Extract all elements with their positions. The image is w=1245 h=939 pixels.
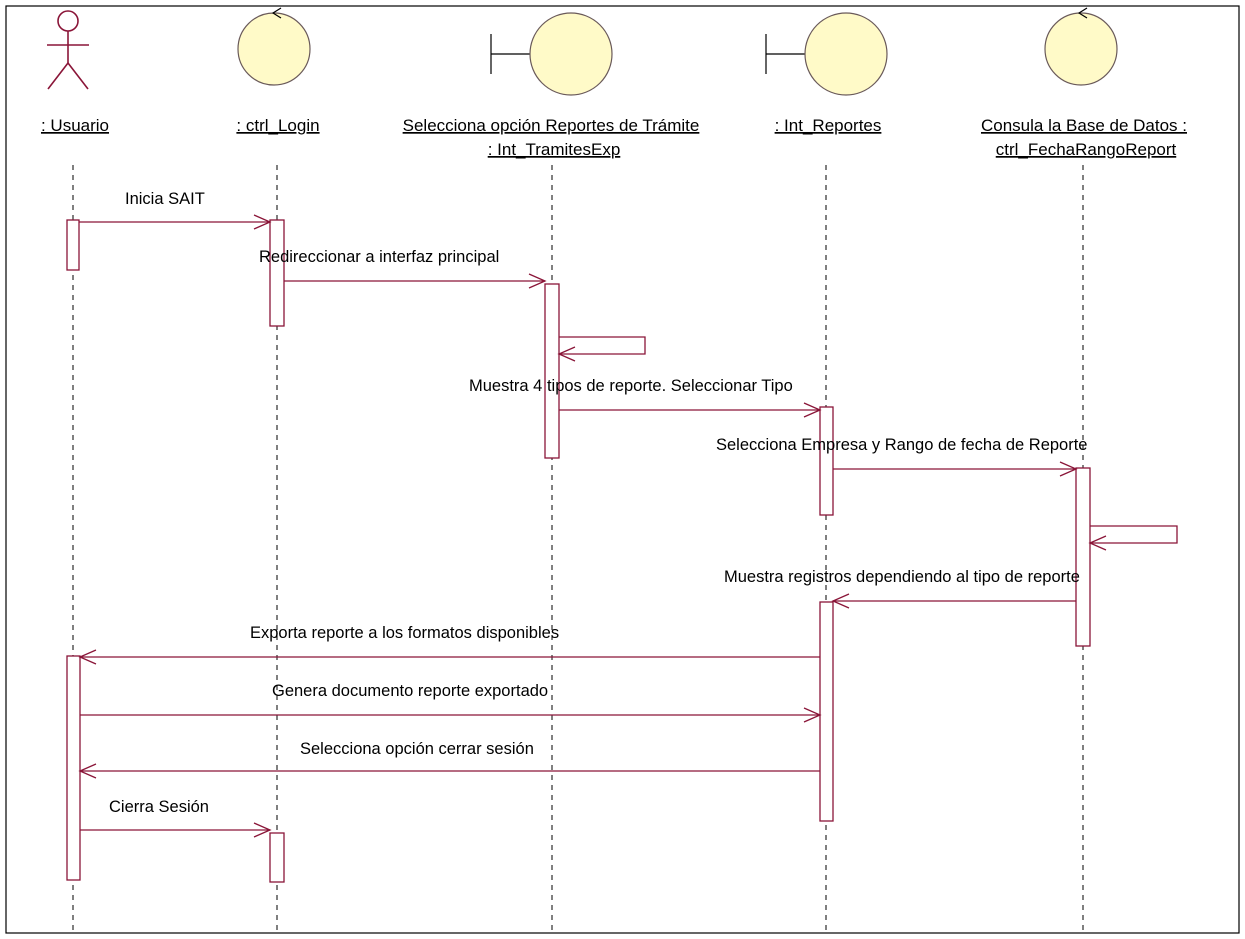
control-icon <box>237 7 311 86</box>
participant-label-ctrl-fecha-line2: ctrl_FechaRangoReport <box>996 140 1177 159</box>
activation-bar <box>819 601 834 822</box>
participant-label-int-reportes: : Int_Reportes <box>775 116 882 135</box>
message-redireccionar <box>284 273 547 289</box>
message-label: Muestra registros dependiendo al tipo de… <box>724 568 1080 586</box>
message-label: Exporta reporte a los formatos disponibl… <box>250 624 559 642</box>
message-label: Muestra 4 tipos de reporte. Seleccionar … <box>469 377 793 395</box>
message-label: Genera documento reporte exportado <box>272 682 548 700</box>
control-icon <box>1044 7 1118 86</box>
message-label: Inicia SAIT <box>125 190 205 208</box>
participant-label-ctrl-fecha-line1: Consula la Base de Datos : <box>981 116 1187 135</box>
participant-label-ctrl-login: : ctrl_Login <box>236 116 319 135</box>
activation-bar <box>1075 467 1091 647</box>
participant-label-int-tramites-line2: : Int_TramitesExp <box>488 140 621 159</box>
boundary-icon <box>765 12 888 96</box>
activation-bar <box>269 219 285 327</box>
activation-bar <box>819 406 834 516</box>
message-label: Selecciona opción cerrar sesión <box>300 740 534 758</box>
message-self-ctrl-fecha <box>1088 525 1178 551</box>
activation-bar <box>66 219 80 271</box>
participant-label-usuario: : Usuario <box>41 116 109 135</box>
activation-bar <box>66 655 81 881</box>
message-inicia-sait <box>79 214 272 230</box>
message-label: Cierra Sesión <box>109 798 209 816</box>
message-label: Selecciona Empresa y Rango de fecha de R… <box>716 436 1087 454</box>
message-label: Redireccionar a interfaz principal <box>259 248 499 266</box>
message-genera-documento <box>80 707 822 723</box>
message-selecciona-empresa <box>833 461 1078 477</box>
message-cierra-sesion <box>80 822 272 838</box>
activation-bar <box>544 283 560 459</box>
message-exporta-reporte <box>78 649 820 665</box>
activation-bar <box>269 832 285 883</box>
message-cerrar-sesion <box>78 763 820 779</box>
message-muestra-registros <box>831 593 1076 609</box>
diagram-frame <box>5 5 1240 934</box>
message-muestra-tipos <box>559 402 822 418</box>
participant-label-int-tramites-line1: Selecciona opción Reportes de Trámite <box>403 116 700 135</box>
actor-icon <box>47 10 89 90</box>
message-self-int-tramites <box>557 336 646 362</box>
boundary-icon <box>490 12 613 96</box>
